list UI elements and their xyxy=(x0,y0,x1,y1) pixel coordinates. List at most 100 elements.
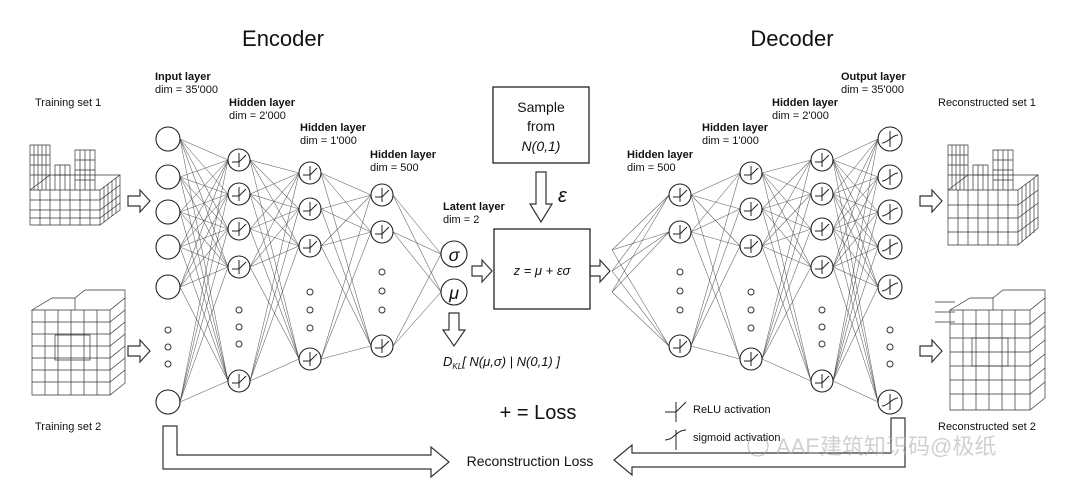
relu-activation-icon xyxy=(375,188,390,202)
dec-hidden-3-ellipsis-dot xyxy=(818,340,826,348)
relu-activation-icon xyxy=(744,239,759,253)
dec-output-layer-dim: dim = 35'000 xyxy=(841,84,904,96)
dec-output-ellipsis-dot xyxy=(886,326,894,334)
enc-input-ellipsis-dot xyxy=(164,360,172,368)
arrow-kl-down-icon xyxy=(441,312,467,348)
relu-legend-icon xyxy=(665,401,687,422)
relu-activation-icon xyxy=(744,166,759,180)
network-nodes xyxy=(155,126,903,415)
reparam-formula: z = μ + εσ xyxy=(513,263,572,278)
latent-layer-dim: dim = 2 xyxy=(443,214,479,226)
dec-hidden-2-ellipsis-dot xyxy=(747,306,755,314)
enc-hidden-2-ellipsis-dot xyxy=(306,288,314,296)
enc-hidden3-dim: dim = 500 xyxy=(370,162,419,174)
relu-activation-icon xyxy=(815,187,830,201)
reconstructed-set-1-drawing xyxy=(947,144,1039,246)
arrow-training-1-icon xyxy=(127,188,151,214)
reconstruction-loss-label: Reconstruction Loss xyxy=(467,453,594,469)
training-set-2-label: Training set 2 xyxy=(35,421,101,433)
enc-hidden2-label: Hidden layer xyxy=(300,122,367,134)
latent-mu-node xyxy=(440,278,468,306)
reconstructed-set-1-label: Reconstructed set 1 xyxy=(938,97,1036,109)
dec-hidden-3-ellipsis-dot xyxy=(818,323,826,331)
dec-hidden3-label: Hidden layer xyxy=(772,97,839,109)
relu-activation-icon xyxy=(815,153,830,167)
relu-activation-icon xyxy=(673,225,688,239)
sigmoid-activation-icon xyxy=(881,169,899,185)
decoder-title: Decoder xyxy=(750,26,833,51)
dec-hidden2-label: Hidden layer xyxy=(702,122,769,134)
enc-input-node xyxy=(155,389,181,415)
enc-input-ellipsis-dot xyxy=(164,343,172,351)
sample-box xyxy=(492,86,590,164)
relu-legend-label: ReLU activation xyxy=(693,404,771,416)
sigmoid-activation-icon xyxy=(881,131,899,147)
watermark-logo-icon xyxy=(747,435,769,457)
relu-activation-icon xyxy=(744,202,759,216)
watermark: AAE建筑知识码@极纸 xyxy=(747,434,996,459)
training-set-2-drawing xyxy=(30,289,126,396)
dec-hidden2-dim: dim = 1'000 xyxy=(702,135,759,147)
enc-input-node xyxy=(155,199,181,225)
relu-activation-icon xyxy=(815,260,830,274)
sample-line-3: N(0,1) xyxy=(522,138,561,154)
enc-input-layer-label: Input layer xyxy=(155,71,211,83)
relu-activation-icon xyxy=(232,260,247,274)
dec-hidden-1-ellipsis-dot xyxy=(676,306,684,314)
enc-input-node xyxy=(155,126,181,152)
encoder-title: Encoder xyxy=(242,26,324,51)
arrow-from-formula-icon xyxy=(589,258,611,284)
kl-divergence-term: DKL[ N(μ,σ) | N(0,1) ] xyxy=(443,354,560,371)
reconstructed-set-2-drawing xyxy=(935,289,1046,411)
relu-activation-icon xyxy=(375,339,390,353)
sigmoid-legend-icon xyxy=(664,429,687,450)
relu-activation-icon xyxy=(815,374,830,388)
relu-activation-icon xyxy=(744,352,759,366)
enc-hidden2-dim: dim = 1'000 xyxy=(300,135,357,147)
dec-hidden-1-ellipsis-dot xyxy=(676,268,684,276)
enc-hidden-2-ellipsis-dot xyxy=(306,306,314,314)
arrow-reconstructed-1-icon xyxy=(919,188,943,214)
training-set-1-label: Training set 1 xyxy=(35,97,101,109)
dec-hidden-2-ellipsis-dot xyxy=(747,288,755,296)
formula-box xyxy=(493,228,591,310)
enc-hidden-1-ellipsis-dot xyxy=(235,340,243,348)
dec-hidden-2-ellipsis-dot xyxy=(747,324,755,332)
dec-output-ellipsis-dot xyxy=(886,360,894,368)
latent-sigma-node xyxy=(440,240,468,268)
enc-input-ellipsis-dot xyxy=(164,326,172,334)
enc-hidden-1-ellipsis-dot xyxy=(235,306,243,314)
dec-hidden3-dim: dim = 2'000 xyxy=(772,110,829,122)
latent-layer-label: Latent layer xyxy=(443,201,505,213)
network-edges xyxy=(179,138,879,403)
arrow-to-formula-icon xyxy=(471,258,493,284)
enc-input-node xyxy=(155,164,181,190)
enc-hidden-2-ellipsis-dot xyxy=(306,324,314,332)
dec-hidden-3-ellipsis-dot xyxy=(818,306,826,314)
sample-line-2: from xyxy=(527,118,555,134)
reconstruction-loss-right-arrow-icon xyxy=(613,417,906,477)
sigmoid-activation-icon xyxy=(881,279,899,295)
relu-activation-icon xyxy=(232,222,247,236)
relu-activation-icon xyxy=(815,222,830,236)
epsilon-symbol: ε xyxy=(558,185,568,207)
relu-activation-icon xyxy=(673,188,688,202)
relu-activation-icon xyxy=(303,166,318,180)
sigmoid-activation-icon xyxy=(881,394,899,410)
enc-hidden3-label: Hidden layer xyxy=(370,149,437,161)
dec-hidden-1-ellipsis-dot xyxy=(676,287,684,295)
reconstruction-loss-left-arrow-icon xyxy=(162,425,450,479)
relu-activation-icon xyxy=(375,225,390,239)
watermark-text: AAE建筑知识码@极纸 xyxy=(776,434,996,459)
training-set-1-drawing xyxy=(29,144,121,226)
relu-activation-icon xyxy=(673,339,688,353)
dec-hidden1-dim: dim = 500 xyxy=(627,162,676,174)
dec-output-layer-label: Output layer xyxy=(841,71,907,83)
enc-input-node xyxy=(155,234,181,260)
relu-activation-icon xyxy=(232,187,247,201)
dec-hidden1-label: Hidden layer xyxy=(627,149,694,161)
arrow-reconstructed-2-icon xyxy=(919,338,943,364)
relu-activation-icon xyxy=(232,153,247,167)
sigmoid-legend-label: sigmoid activation xyxy=(693,432,780,444)
